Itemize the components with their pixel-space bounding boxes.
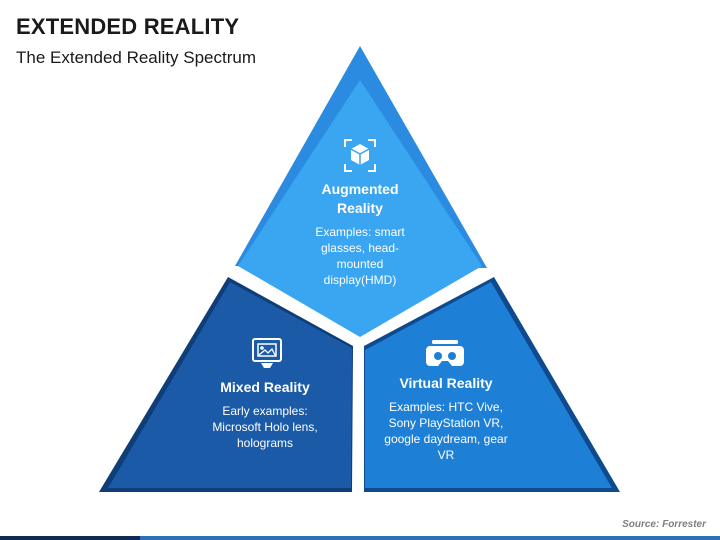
- mixed-reality-title: Mixed Reality: [220, 379, 310, 395]
- footer-bar-dark: [0, 536, 140, 540]
- mixed-reality-icon: [252, 338, 282, 368]
- page-title: EXTENDED REALITY: [16, 14, 240, 39]
- augmented-reality-title: Augmented Reality: [321, 181, 399, 216]
- virtual-reality-description: Examples: HTC Vive, Sony PlayStation VR,…: [384, 400, 508, 462]
- page-subtitle: The Extended Reality Spectrum: [16, 48, 257, 67]
- vr-headset-icon: [426, 340, 464, 366]
- mixed-reality-segment[interactable]: [108, 282, 352, 488]
- augmented-reality-description: Examples: smart glasses, head-mounted di…: [315, 225, 405, 287]
- augmented-reality-segment[interactable]: [238, 80, 482, 337]
- mixed-reality-description: Early examples: Microsoft Holo lens, hol…: [212, 404, 318, 450]
- virtual-reality-title: Virtual Reality: [399, 375, 493, 391]
- source-note: Source: Forrester: [622, 519, 706, 530]
- footer-bar-blue: [140, 536, 720, 540]
- augmented-reality-text: Augmented Reality Examples: smart glasse…: [300, 180, 420, 288]
- ar-cube-icon: [344, 139, 376, 172]
- virtual-reality-text: Virtual Reality Examples: HTC Vive, Sony…: [383, 374, 509, 463]
- footer-bar: [0, 536, 720, 540]
- virtual-reality-segment[interactable]: [365, 282, 612, 488]
- mixed-reality-text: Mixed Reality Early examples: Microsoft …: [200, 378, 330, 451]
